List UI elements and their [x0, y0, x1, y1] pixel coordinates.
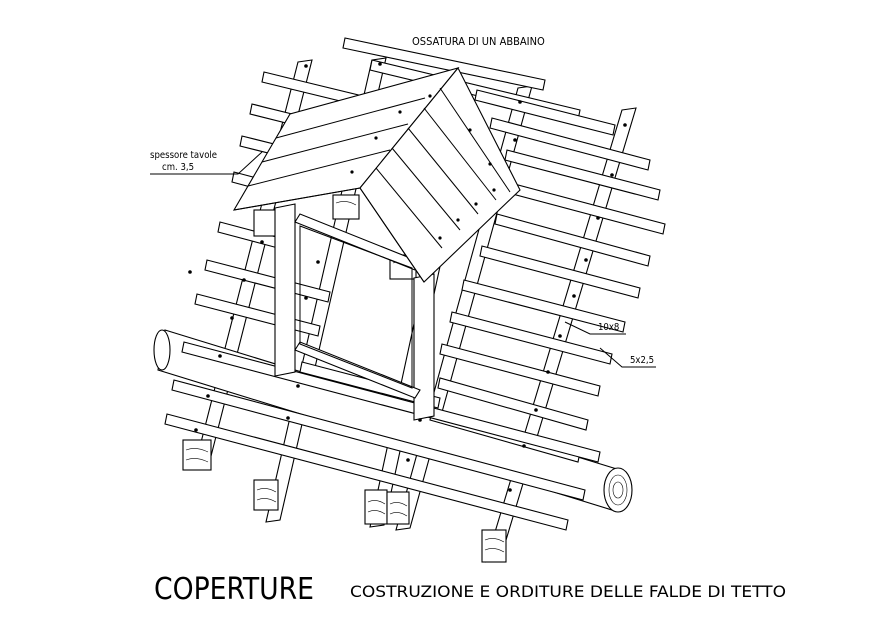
dormer-post-right	[413, 273, 435, 421]
rafter-end	[364, 489, 388, 525]
nail	[304, 64, 308, 68]
nail	[572, 294, 576, 298]
nail	[438, 236, 442, 240]
leader-board-thickness	[150, 151, 263, 175]
batten	[461, 279, 626, 333]
batten	[437, 377, 589, 431]
nail	[206, 394, 210, 398]
nail	[428, 94, 432, 98]
wood-grain	[256, 488, 277, 503]
nails	[188, 62, 627, 492]
nail	[418, 418, 422, 422]
batten	[194, 293, 321, 337]
rafter-end	[253, 479, 279, 511]
board-joint	[407, 127, 479, 215]
log-end-left	[153, 329, 171, 371]
nail	[350, 170, 354, 174]
nail	[242, 278, 246, 282]
nail	[304, 296, 308, 300]
batten	[494, 213, 651, 267]
wood-grain	[484, 538, 505, 553]
board-joint	[439, 87, 511, 193]
nail	[218, 354, 222, 358]
nail	[286, 416, 290, 420]
nail	[374, 136, 378, 140]
label-rafter-size: 10x8	[598, 322, 619, 333]
board-joint	[375, 167, 443, 249]
nail	[518, 100, 522, 104]
label-batten-size: 5x2,5	[630, 355, 654, 366]
batten	[479, 245, 641, 299]
log-ring	[612, 481, 624, 499]
nail	[558, 334, 562, 338]
rafter-end	[481, 529, 507, 563]
nail	[406, 458, 410, 462]
header-title: OSSATURA DI UN ABBAINO	[412, 35, 545, 48]
nail	[522, 444, 526, 448]
nail	[596, 216, 600, 220]
board-joint	[423, 107, 497, 201]
board-joint	[391, 147, 461, 231]
wood-grain	[335, 201, 357, 206]
rafter-end	[386, 491, 410, 525]
wood-grain	[367, 500, 386, 515]
batten	[449, 311, 613, 365]
batten	[299, 361, 441, 409]
batten	[342, 37, 546, 91]
nail	[623, 123, 627, 127]
annotations: spessore tavole cm. 3,5 10x8 5x2,5	[150, 150, 656, 368]
rafter-end	[332, 194, 360, 220]
wood-grain	[185, 448, 209, 463]
dormer-post-left	[274, 203, 296, 377]
dormer-sill	[294, 341, 421, 399]
ridge-line	[233, 187, 425, 283]
log-end-right	[603, 467, 633, 513]
rafter-end	[182, 439, 212, 471]
nail	[488, 162, 492, 166]
nail	[230, 316, 234, 320]
nail	[474, 202, 478, 206]
dormer-frame	[274, 203, 435, 421]
batten	[474, 89, 616, 136]
board-joint	[275, 97, 426, 139]
nail	[513, 138, 517, 142]
nail	[398, 110, 402, 114]
wood-grain	[389, 502, 408, 517]
board-joint	[247, 149, 391, 187]
nail	[456, 218, 460, 222]
leader-rafter-size	[564, 321, 626, 335]
batten	[489, 117, 651, 171]
nail	[194, 428, 198, 432]
nail	[610, 173, 614, 177]
log-ring	[608, 474, 628, 506]
main-title: COPERTURE	[154, 572, 314, 607]
batten	[164, 413, 569, 531]
dormer-opening	[299, 225, 413, 389]
board-joint	[261, 123, 409, 163]
dormer-roof	[232, 66, 521, 283]
nail	[534, 408, 538, 412]
nail	[468, 128, 472, 132]
nail	[546, 370, 550, 374]
batten	[204, 259, 331, 303]
label-board-thickness-line2: cm. 3,5	[162, 162, 194, 173]
drawing-subtitle: COSTRUZIONE E ORDITURE DELLE FALDE DI TE…	[350, 582, 786, 601]
batten	[504, 149, 661, 201]
batten	[171, 379, 586, 501]
nail	[296, 384, 300, 388]
leader-batten-size	[599, 347, 656, 368]
rafter-end	[253, 209, 277, 237]
nail	[188, 270, 192, 274]
nail	[492, 188, 496, 192]
nail	[584, 258, 588, 262]
batten	[439, 343, 601, 397]
nail	[260, 240, 264, 244]
nail	[316, 260, 320, 264]
nail	[378, 62, 382, 66]
label-board-thickness-line1: spessore tavole	[150, 150, 217, 161]
nail	[508, 488, 512, 492]
